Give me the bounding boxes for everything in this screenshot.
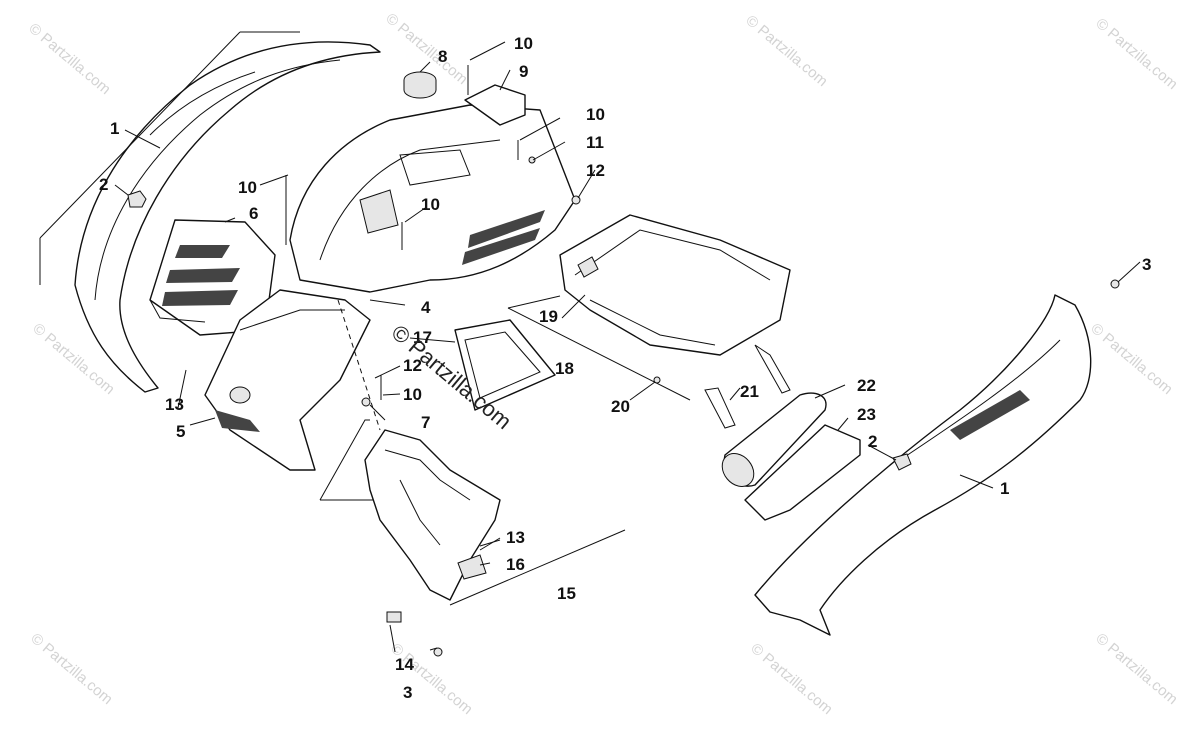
callout-21: 21 <box>740 382 759 401</box>
callout-11: 11 <box>586 133 604 152</box>
callout-2-right: 2 <box>868 432 877 451</box>
callout-10-mid: 10 <box>586 105 605 124</box>
callout-14: 14 <box>395 655 414 674</box>
callout-1-left: 1 <box>110 119 119 138</box>
callout-5: 5 <box>176 422 185 441</box>
callout-6: 6 <box>249 204 258 223</box>
callout-10-center: 10 <box>421 195 440 214</box>
callout-13-left: 13 <box>165 395 184 414</box>
watermark-bottom-left: © Partzilla.com <box>27 630 115 708</box>
callout-18: 18 <box>555 359 574 378</box>
watermark-bottom-center-left: © Partzilla.com <box>387 640 475 718</box>
callout-12-lower: 12 <box>403 356 422 375</box>
bracket-part <box>464 84 526 126</box>
callout-10-top: 10 <box>514 34 533 53</box>
storage-tray-part <box>559 214 791 356</box>
watermark-top-center-right: © Partzilla.com <box>742 12 830 90</box>
callout-22: 22 <box>857 376 876 395</box>
watermark-top-right: © Partzilla.com <box>1092 15 1180 93</box>
callout-8: 8 <box>438 47 447 66</box>
front-panel-part <box>204 289 371 471</box>
watermark-mid-right: © Partzilla.com <box>1087 320 1175 398</box>
watermark-bottom-right: © Partzilla.com <box>1092 630 1180 708</box>
callout-12-top: 12 <box>586 161 605 180</box>
callout-9: 9 <box>519 62 528 81</box>
lower-bracket-part <box>364 429 501 623</box>
storage-accessories <box>704 344 861 521</box>
callout-19: 19 <box>539 307 558 326</box>
callout-7: 7 <box>421 413 430 432</box>
clip-part <box>386 611 402 623</box>
strap-part <box>754 344 791 394</box>
watermark-bottom-center-right: © Partzilla.com <box>747 640 835 718</box>
small-top-parts <box>403 71 526 126</box>
left-side-panel-part <box>39 31 381 393</box>
callout-2-left: 2 <box>99 175 108 194</box>
callout-15: 15 <box>557 584 576 603</box>
callout-16: 16 <box>506 555 525 574</box>
callout-1-right: 1 <box>1000 479 1009 498</box>
callout-10-left: 10 <box>238 178 257 197</box>
right-side-panel-part <box>754 294 1092 636</box>
callout-3-right: 3 <box>1142 255 1151 274</box>
upper-hood-part <box>289 104 576 293</box>
callout-20: 20 <box>611 397 630 416</box>
callout-23: 23 <box>857 405 876 424</box>
callout-13-lower: 13 <box>506 528 525 547</box>
callout-labels: 1 2 3 3 4 5 6 7 8 9 10 10 10 10 10 11 12… <box>99 34 1151 702</box>
vent-insert-part <box>149 219 276 336</box>
watermark-top-left: © Partzilla.com <box>25 20 113 98</box>
hardware-parts <box>285 65 1120 657</box>
callout-4: 4 <box>421 298 431 317</box>
callout-10-lower: 10 <box>403 385 422 404</box>
callout-17: 17 <box>413 328 432 347</box>
screw-3-bottom <box>433 647 443 657</box>
leader-lines <box>114 41 1141 653</box>
screw-3-right <box>1110 279 1120 289</box>
clear-panel-part <box>454 319 556 411</box>
holder-part <box>744 424 861 521</box>
callout-3-bottom: 3 <box>403 683 412 702</box>
